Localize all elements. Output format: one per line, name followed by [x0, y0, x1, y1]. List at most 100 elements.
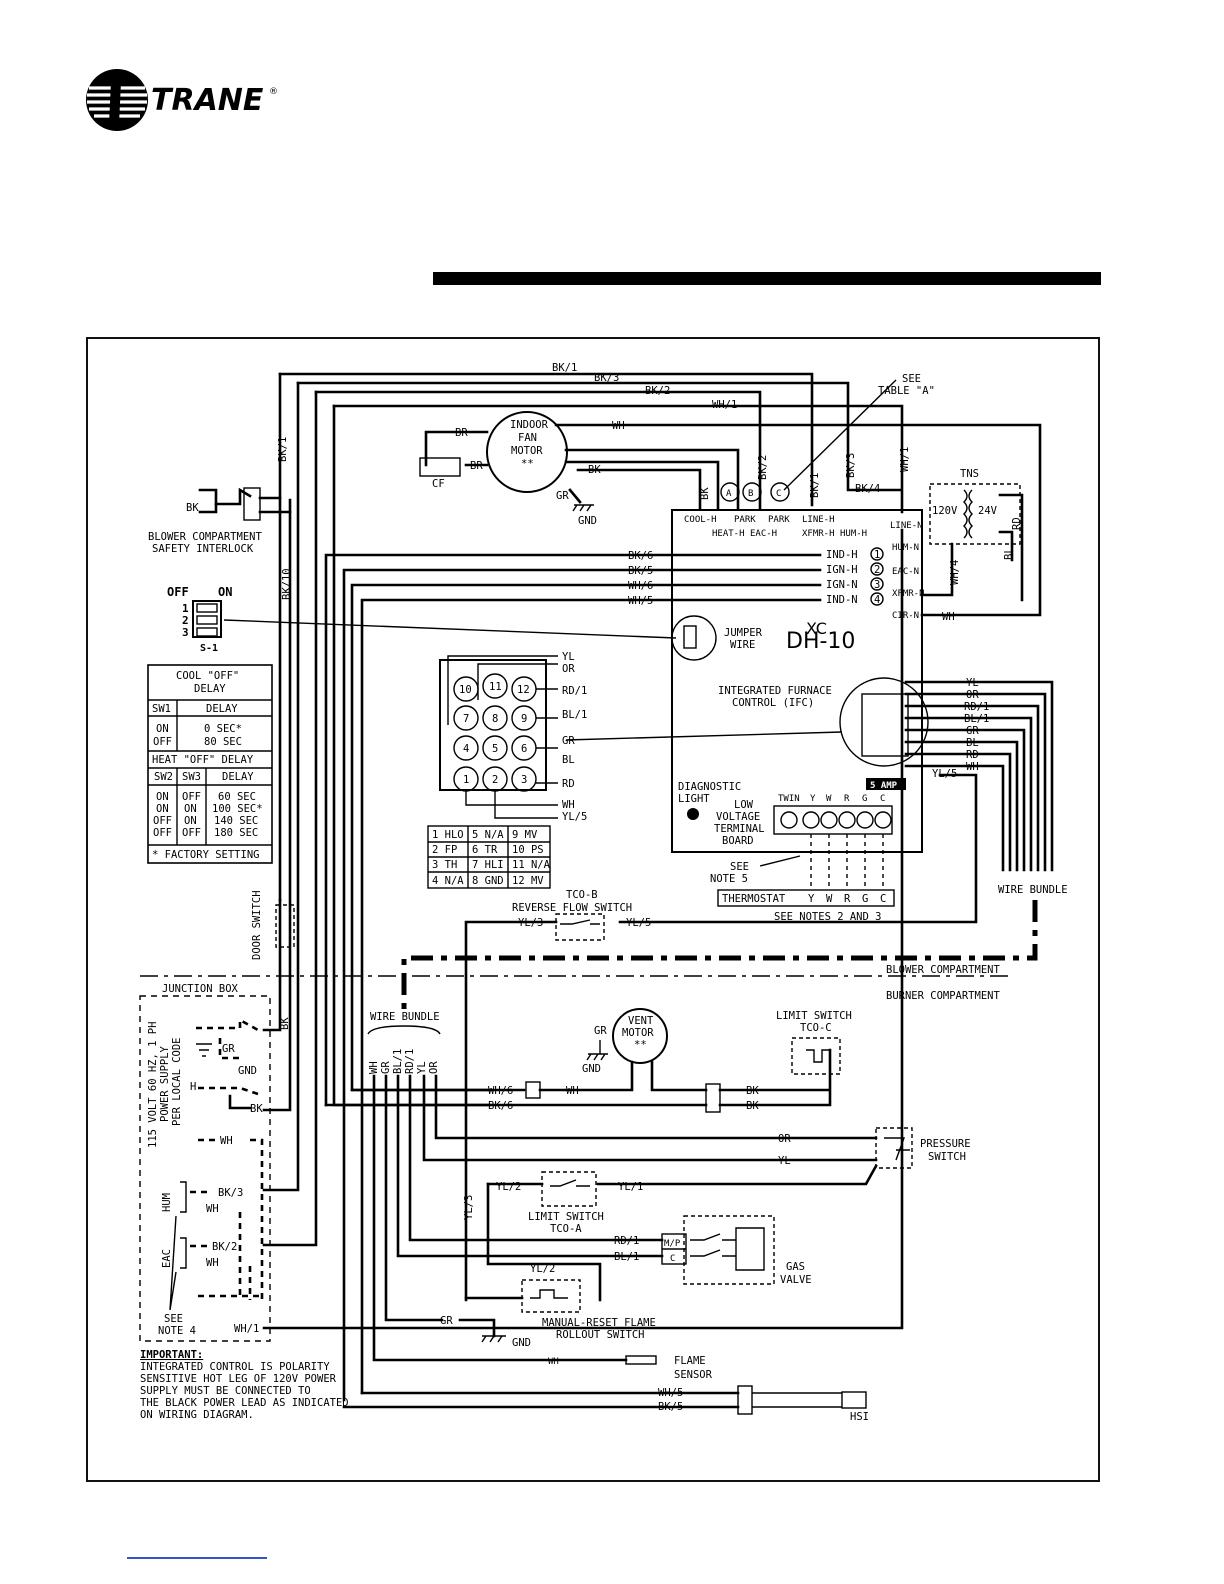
- cool-r1c1: ON: [156, 723, 169, 735]
- heat-h2: SW3: [182, 771, 201, 783]
- heat-r1c1: ON: [156, 791, 169, 803]
- lv-term-r: R: [844, 794, 850, 804]
- lv-term-y: Y: [810, 794, 816, 804]
- term-line-n: LINE-N: [890, 521, 923, 531]
- cool-h2: DELAY: [206, 703, 238, 715]
- interlock-label-2: SAFETY INTERLOCK: [152, 543, 254, 555]
- power-supply-2: POWER SUPPLY: [159, 1045, 171, 1122]
- vent-motor-3: **: [634, 1039, 647, 1051]
- indoor-fan-motor-l3: MOTOR: [511, 445, 543, 457]
- svg-text:10: 10: [459, 684, 472, 696]
- dip-s1-label: S-1: [200, 643, 218, 654]
- junction-box: JUNCTION BOX 115 VOLT 60 HZ, 1 PH POWER …: [139, 983, 271, 1342]
- svg-text:BL: BL: [562, 754, 575, 766]
- interlock-label-1: BLOWER COMPARTMENT: [148, 531, 262, 543]
- term-hum-h: HUM-H: [840, 529, 867, 539]
- indoor-fan-motor: INDOOR FAN MOTOR **: [486, 411, 568, 493]
- term-eac-n: EAC-N: [892, 567, 919, 577]
- board-right-harness: [618, 680, 1054, 924]
- indoor-fan-motor-l1: INDOOR: [510, 419, 549, 431]
- rollout-2: ROLLOUT SWITCH: [556, 1329, 645, 1341]
- wire-label-rd-tns: RD: [1011, 517, 1023, 530]
- diagnostic-2: LIGHT: [678, 793, 710, 805]
- svg-text:2: 2: [182, 614, 189, 627]
- vent-wh6: WH/6: [488, 1085, 513, 1097]
- svg-text:INTEGRATED CONTROL IS POLARITY: INTEGRATED CONTROL IS POLARITY: [140, 1361, 330, 1373]
- svg-text:10 PS: 10 PS: [512, 844, 544, 856]
- footer-rule: [127, 1557, 267, 1559]
- term-park-2: PARK: [768, 515, 790, 525]
- blower-interlock: BK BLOWER COMPARTMENT SAFETY INTERLOCK: [148, 487, 262, 555]
- wire-label-bk3: BK/3: [594, 372, 619, 384]
- ifc-board: COOL-H HEAT-H PARK EAC-H PARK XFMR-H LIN…: [671, 509, 929, 853]
- wire-label-wh6: WH/6: [628, 580, 653, 592]
- burner-gnd: GND: [512, 1337, 531, 1349]
- gas-c: C: [670, 1254, 675, 1264]
- diagnostic-led: [687, 808, 699, 820]
- svg-text:1: 1: [874, 549, 880, 561]
- right-wire-bl: BL: [966, 737, 979, 749]
- gas-bl1: BL/1: [614, 1251, 639, 1263]
- heat-r2c3: 100 SEC*: [212, 803, 263, 815]
- wire-label-bk1-vert2: BK/1: [809, 473, 821, 498]
- term-heat-h: HEAT-H: [712, 529, 745, 539]
- dip-on-label: ON: [218, 585, 232, 599]
- vent-motor-1: VENT: [628, 1015, 654, 1027]
- tco-a-yl1: YL/1: [618, 1181, 643, 1193]
- wire-label-yl3-vert: YL/3: [463, 1195, 475, 1220]
- svg-text:Y: Y: [808, 893, 815, 905]
- heat-h1: SW2: [154, 771, 173, 783]
- board-model: DH-10: [786, 629, 855, 654]
- svg-text:W: W: [826, 893, 833, 905]
- dip-switch-s1[interactable]: OFF ON 1 2 3 S-1: [167, 585, 232, 654]
- factory-setting: * FACTORY SETTING: [152, 849, 259, 861]
- wire-label-bk: BK: [588, 464, 601, 476]
- svg-text:GR: GR: [380, 1061, 392, 1074]
- svg-text:11: 11: [489, 681, 502, 693]
- jbox-wh-label: WH: [220, 1135, 233, 1147]
- eac-bk2-label: BK/2: [212, 1241, 237, 1253]
- wire-label-bk2: BK/2: [645, 385, 670, 397]
- svg-text:8 GND: 8 GND: [472, 875, 504, 887]
- term-ind-h: IND-H: [826, 549, 858, 561]
- cool-r1c2: 0 SEC*: [204, 723, 242, 735]
- flame-sensor: WH FLAME SENSOR: [548, 1355, 713, 1381]
- see-note4-2: NOTE 4: [158, 1325, 196, 1337]
- svg-text:1: 1: [463, 774, 469, 786]
- lv-2: VOLTAGE: [716, 811, 760, 823]
- vent-bk-1: BK: [746, 1085, 759, 1097]
- svg-text:RD/1: RD/1: [404, 1049, 416, 1074]
- limit-switch-tco-c: LIMIT SWITCH TCO-C: [776, 1010, 852, 1075]
- term-cool-h: COOL-H: [684, 515, 717, 525]
- eac-label: EAC: [161, 1249, 173, 1268]
- tco-b-1: TCO-B: [566, 889, 598, 901]
- svg-text:3: 3: [182, 626, 189, 639]
- see-table-a-1: SEE: [902, 373, 921, 385]
- right-wire-yl5: YL/5: [932, 768, 957, 780]
- circle-c: C: [776, 489, 781, 499]
- tco-c-2: TCO-C: [800, 1022, 832, 1034]
- cool-r2c1: OFF: [153, 736, 172, 748]
- svg-text:THE BLACK POWER LEAD AS INDICA: THE BLACK POWER LEAD AS INDICATED: [140, 1397, 349, 1409]
- trane-logo: TRANE ®: [85, 68, 305, 132]
- heat-r3c3: 140 SEC: [214, 815, 258, 827]
- thermostat-label: THERMOSTAT: [722, 893, 786, 905]
- junction-box-label: JUNCTION BOX: [162, 983, 239, 995]
- lv-3: TERMINAL: [714, 823, 765, 835]
- wire-label-bl-tns: BL: [1003, 547, 1015, 560]
- tns-label: TNS: [960, 468, 979, 480]
- svg-text:4 N/A: 4 N/A: [432, 875, 464, 887]
- term-eac-h: EAC-H: [750, 529, 777, 539]
- board-top-terminals: COOL-H HEAT-H PARK EAC-H PARK XFMR-H LIN…: [684, 515, 923, 539]
- wire-bundle-burner: WIRE BUNDLE: [370, 1011, 440, 1023]
- svg-text:RD: RD: [562, 778, 575, 790]
- gas-valve: M/P C GAS VALVE: [661, 1215, 812, 1286]
- ps-yl: YL: [778, 1155, 791, 1167]
- svg-text:11 N/A: 11 N/A: [512, 859, 551, 871]
- transformer-tns: TNS 120V 24V: [929, 468, 1021, 545]
- see-note5-2: NOTE 5: [710, 873, 748, 885]
- heat-r4c2: OFF: [182, 827, 201, 839]
- see-notes-2-3: SEE NOTES 2 AND 3: [774, 911, 881, 923]
- right-wire-or: OR: [966, 689, 979, 701]
